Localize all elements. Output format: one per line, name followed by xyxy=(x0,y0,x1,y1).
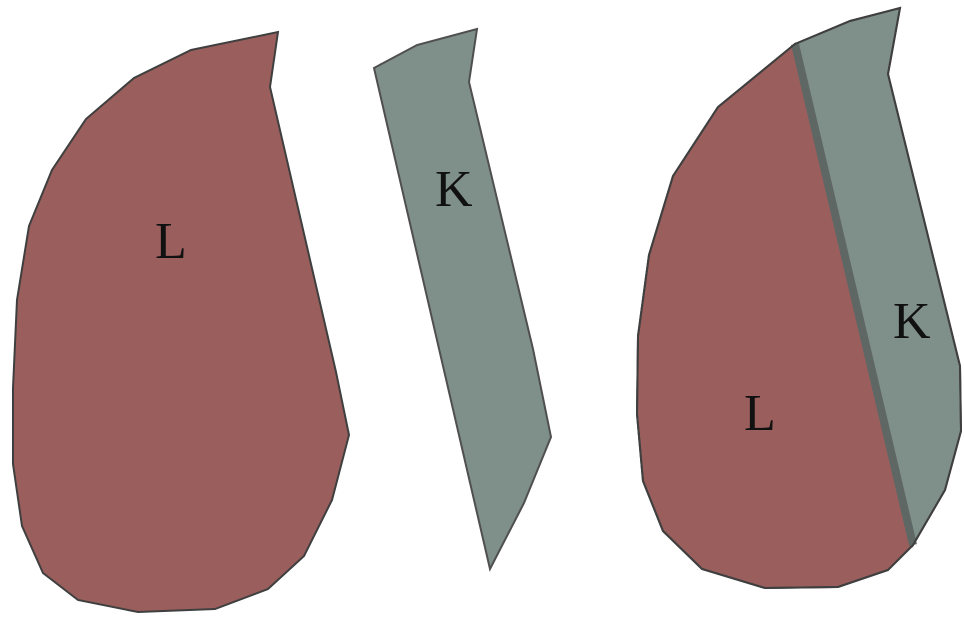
assembled-k-label: K xyxy=(893,293,931,350)
assembled-piece: K L xyxy=(637,8,961,588)
middle-k-shape xyxy=(374,29,551,569)
middle-k-label: K xyxy=(435,161,473,218)
left-l-piece: L xyxy=(13,32,349,612)
left-l-shape xyxy=(13,32,349,612)
assembled-l-label: L xyxy=(744,385,776,442)
left-l-label: L xyxy=(155,213,187,270)
middle-k-piece: K xyxy=(374,29,551,569)
